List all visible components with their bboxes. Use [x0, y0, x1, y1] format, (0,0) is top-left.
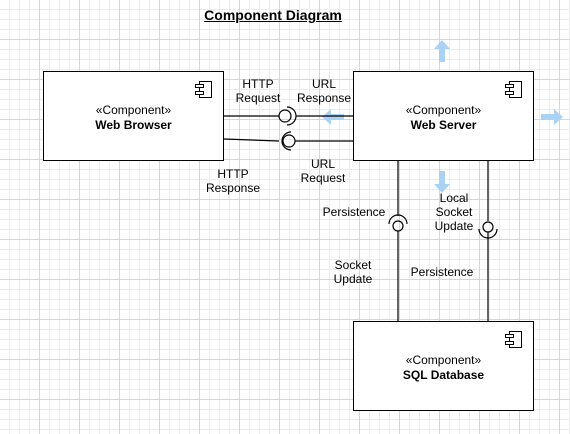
web-server-name: Web Server [410, 118, 477, 132]
persistence-connector-left[interactable] [388, 161, 408, 321]
url-request-connector[interactable] [282, 134, 353, 148]
web-browser-name: Web Browser [95, 118, 172, 132]
url-response-connector[interactable] [286, 106, 353, 126]
local-socket-update-label: Local Socket Update [434, 191, 474, 233]
http-response-connector[interactable] [223, 131, 292, 151]
http-request-connector[interactable] [224, 109, 292, 123]
http-response-label: HTTP Response [205, 167, 261, 195]
web-server-component[interactable]: «Component» Web Server [353, 71, 534, 161]
http-request-label: HTTP Request [235, 77, 281, 105]
component-icon [505, 331, 522, 348]
hover-arrow-left-icon[interactable] [322, 109, 344, 125]
persistence-label-right: Persistence [410, 265, 474, 279]
hover-arrow-down-icon[interactable] [434, 171, 450, 193]
web-browser-stereotype: «Component» [95, 103, 172, 117]
diagram-title: Component Diagram [204, 7, 342, 23]
hover-arrow-up-icon[interactable] [434, 40, 450, 62]
component-icon [505, 81, 522, 98]
sql-database-component[interactable]: «Component» SQL Database [353, 321, 534, 411]
socket-update-label: Socket Update [333, 258, 373, 286]
url-response-label: URL Response [296, 77, 352, 105]
component-icon [195, 81, 212, 98]
web-browser-component[interactable]: «Component» Web Browser [43, 71, 224, 161]
sql-database-stereotype: «Component» [405, 353, 482, 367]
sql-database-name: SQL Database [402, 368, 485, 382]
persistence-connector-right[interactable] [478, 161, 498, 321]
web-server-stereotype: «Component» [405, 103, 482, 117]
url-request-label: URL Request [300, 157, 346, 185]
hover-arrow-right-icon[interactable] [541, 109, 563, 125]
persistence-label-left: Persistence [322, 205, 386, 219]
